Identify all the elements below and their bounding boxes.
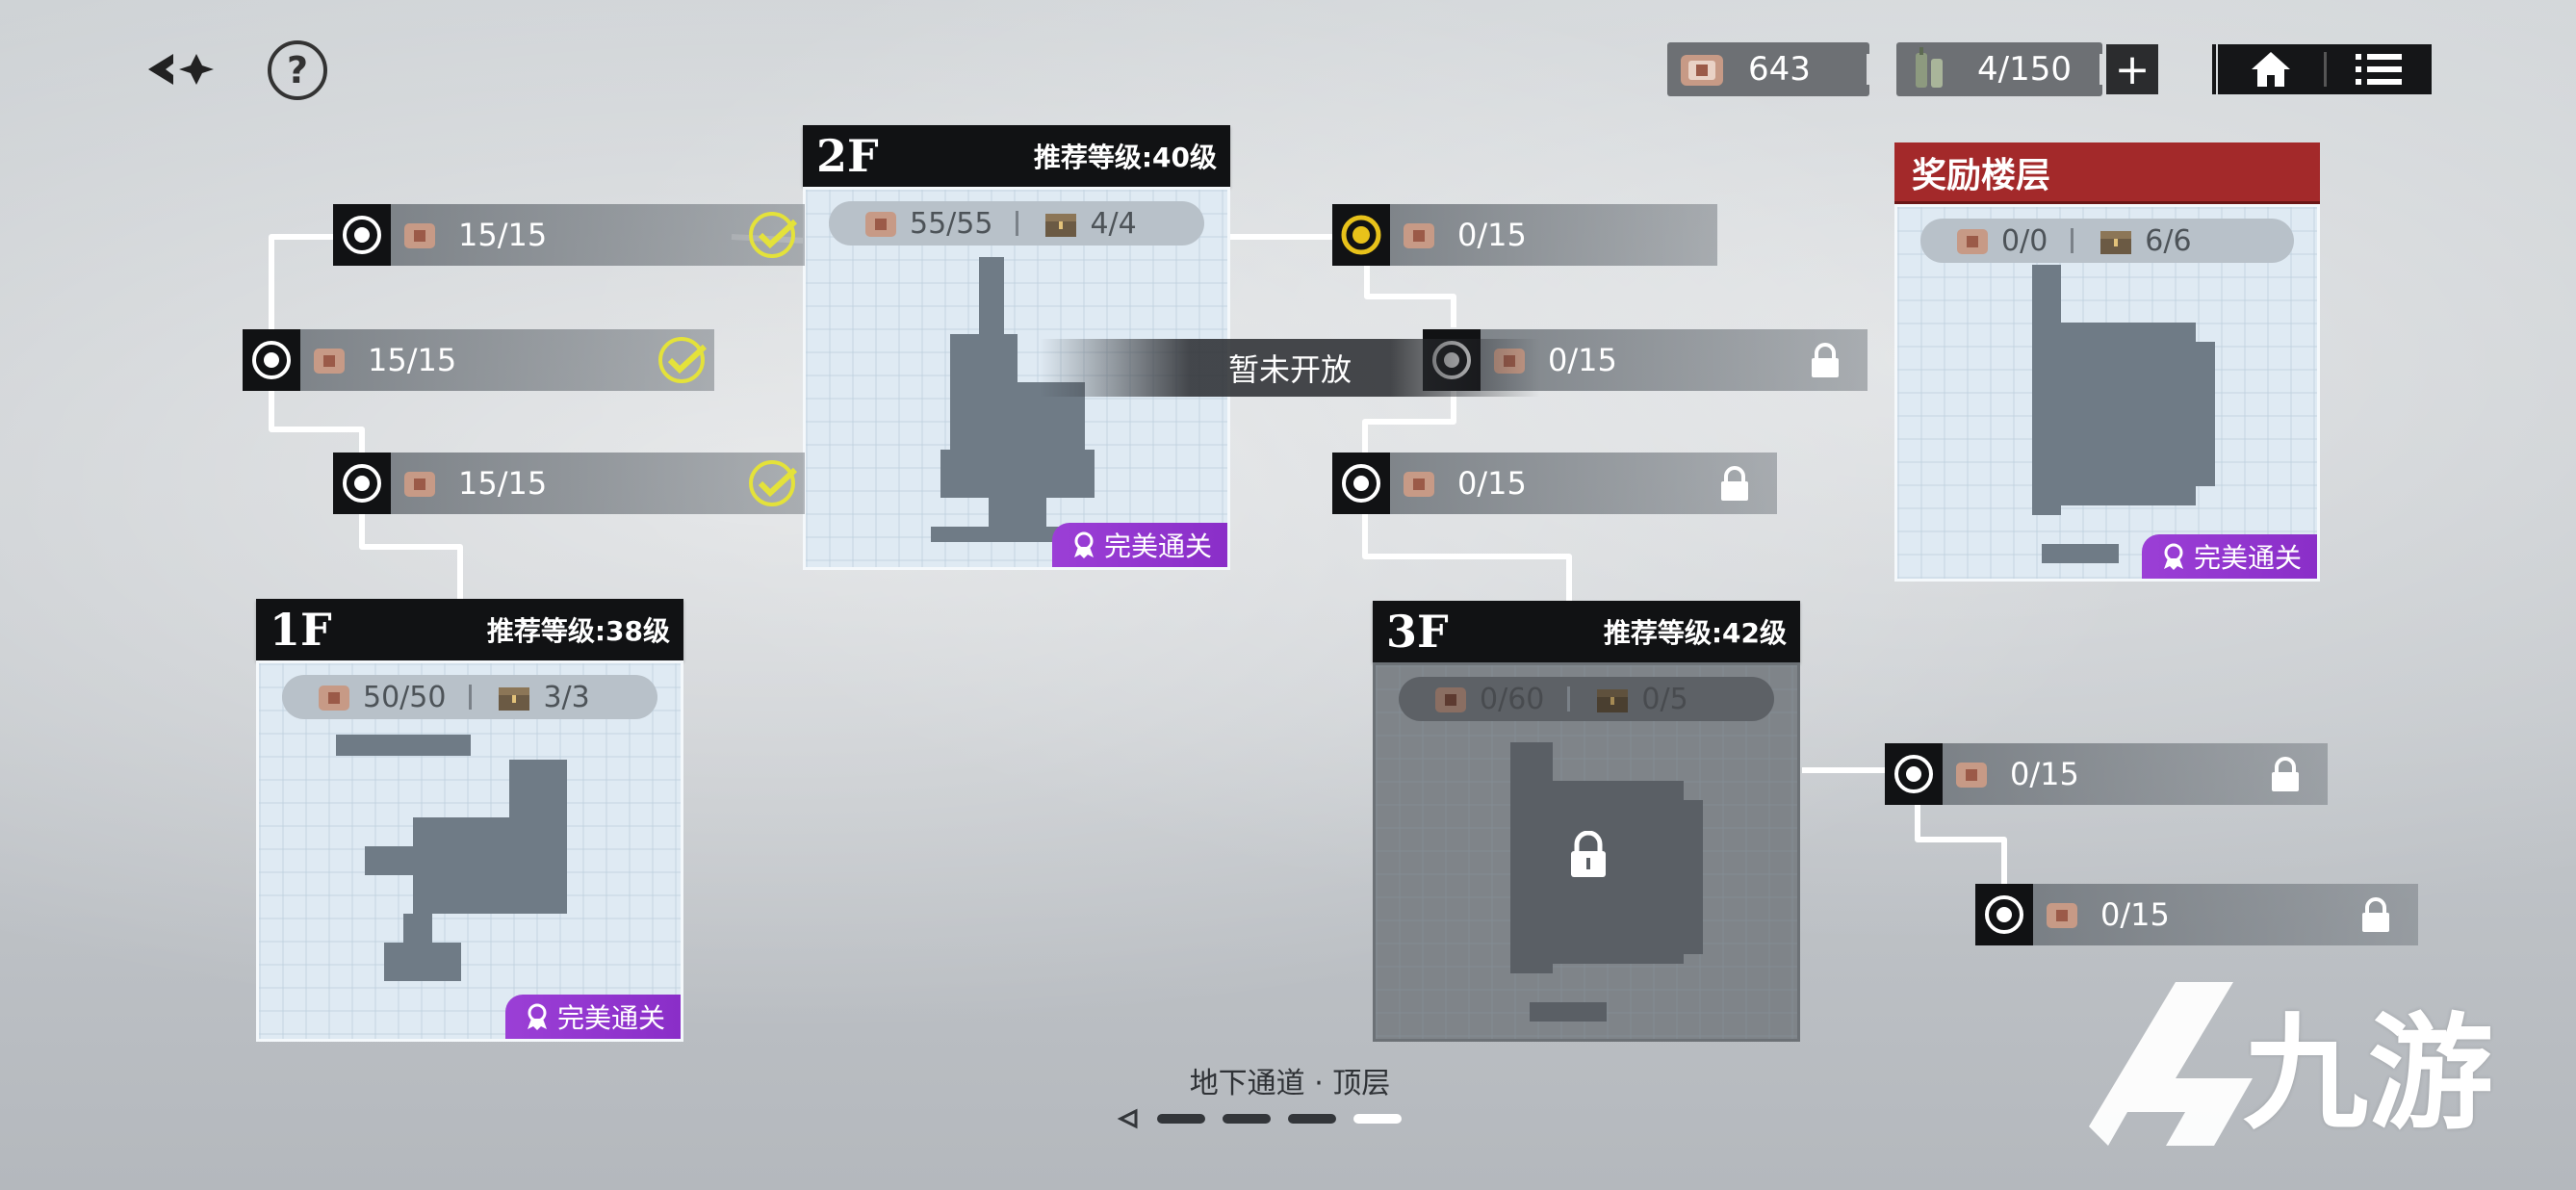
- lock-icon: [2272, 757, 2299, 791]
- lock-icon: [2362, 897, 2389, 932]
- floor-header-1f: 1F 推荐等级:38级: [256, 599, 683, 660]
- pouch-icon: [1956, 763, 1987, 788]
- stage-marker-active-icon: [1341, 215, 1381, 255]
- bonus-floor-header: 奖励楼层: [1894, 142, 2320, 204]
- stage-node-6[interactable]: 0/15: [1332, 453, 1777, 514]
- stamina-counter: 4/150: [1896, 42, 2102, 96]
- check-icon: [658, 337, 708, 383]
- floor-header-2f: 2F 推荐等级:40级: [803, 125, 1230, 187]
- bonus-floor-card[interactable]: 0/0 6/6 完美通关: [1894, 204, 2320, 582]
- floor-card-3f[interactable]: 0/60 0/5: [1373, 662, 1800, 1042]
- perfect-clear-badge-2f: 完美通关: [1051, 523, 1227, 567]
- floor-header-3f: 3F 推荐等级:42级: [1373, 601, 1800, 662]
- area-title: 地下通道 · 顶层: [1189, 1067, 1391, 1100]
- page-dot-1[interactable]: [1157, 1114, 1205, 1124]
- stage-marker-icon: [252, 341, 291, 379]
- stage-marker-icon: [1985, 895, 2023, 934]
- menu-icon: [2356, 54, 2403, 85]
- menu-button[interactable]: [2327, 44, 2433, 94]
- lock-icon: [1812, 343, 1839, 377]
- back-button[interactable]: [142, 40, 219, 98]
- stage-node-2[interactable]: 15/15: [243, 329, 714, 391]
- stage-node-7[interactable]: 0/15: [1885, 743, 2328, 805]
- pouch-icon: [1404, 223, 1434, 248]
- floor-stats-3f: 0/60 0/5: [1399, 677, 1774, 721]
- stage-node-4-current[interactable]: 0/15: [1332, 204, 1717, 266]
- page-dot-3[interactable]: [1288, 1114, 1336, 1124]
- page-dot-4[interactable]: [1353, 1114, 1402, 1124]
- nav-block: [2218, 44, 2432, 94]
- pouch-icon: [314, 349, 345, 374]
- brand-watermark-text: 九游: [2243, 1000, 2494, 1147]
- perfect-clear-badge-1f: 完美通关: [504, 995, 681, 1039]
- pouch-icon: [865, 212, 896, 237]
- stage-marker-icon: [343, 216, 381, 254]
- not-open-tooltip: 暂未开放: [1040, 339, 1540, 397]
- pouch-icon: [1404, 472, 1434, 497]
- medal-icon: [2163, 543, 2183, 570]
- floor-card-1f[interactable]: 50/50 3/3 完美通关: [256, 660, 683, 1042]
- resource-pouch-counter: 643: [1667, 42, 1869, 96]
- stage-marker-icon: [343, 464, 381, 503]
- pouch-icon: [404, 472, 435, 497]
- page-indicator: [1117, 1107, 1402, 1130]
- stage-marker-icon: [1342, 464, 1380, 503]
- bonus-floor-stats: 0/0 6/6: [1920, 219, 2294, 263]
- chest-icon: [1045, 214, 1077, 237]
- chest-icon: [1597, 689, 1629, 712]
- check-icon: [749, 212, 798, 258]
- stage-marker-icon: [1894, 755, 1933, 793]
- help-button[interactable]: ?: [268, 40, 327, 100]
- home-button[interactable]: [2218, 44, 2324, 94]
- prev-page-icon[interactable]: [1117, 1107, 1140, 1130]
- pouch-icon: [319, 686, 349, 711]
- check-icon: [749, 460, 798, 506]
- floor-stats-2f: 55/55 4/4: [829, 201, 1204, 246]
- pouch-icon: [1435, 687, 1466, 712]
- perfect-clear-badge-bonus: 完美通关: [2141, 534, 2317, 579]
- back-icon: [148, 54, 214, 85]
- add-stamina-button[interactable]: +: [2106, 44, 2158, 94]
- chest-icon: [2100, 231, 2132, 254]
- lock-icon: [1721, 466, 1748, 501]
- pouch-icon: [1681, 55, 1723, 86]
- floor-stats-1f: 50/50 3/3: [282, 675, 657, 719]
- home-icon: [2251, 52, 2290, 87]
- lock-icon: [1571, 831, 1606, 877]
- stamina-icon: [1916, 47, 1943, 88]
- medal-icon: [1073, 531, 1094, 558]
- brand-watermark-logo-icon: [2089, 982, 2253, 1146]
- pouch-icon: [2047, 903, 2077, 928]
- medal-icon: [527, 1003, 547, 1030]
- pouch-icon: [1957, 229, 1988, 254]
- stage-node-3[interactable]: 15/15: [333, 453, 805, 514]
- stage-node-8[interactable]: 0/15: [1975, 884, 2418, 945]
- chest-icon: [499, 687, 530, 711]
- page-dot-2[interactable]: [1223, 1114, 1271, 1124]
- pouch-icon: [404, 223, 435, 248]
- stage-node-1[interactable]: 15/15: [333, 204, 805, 266]
